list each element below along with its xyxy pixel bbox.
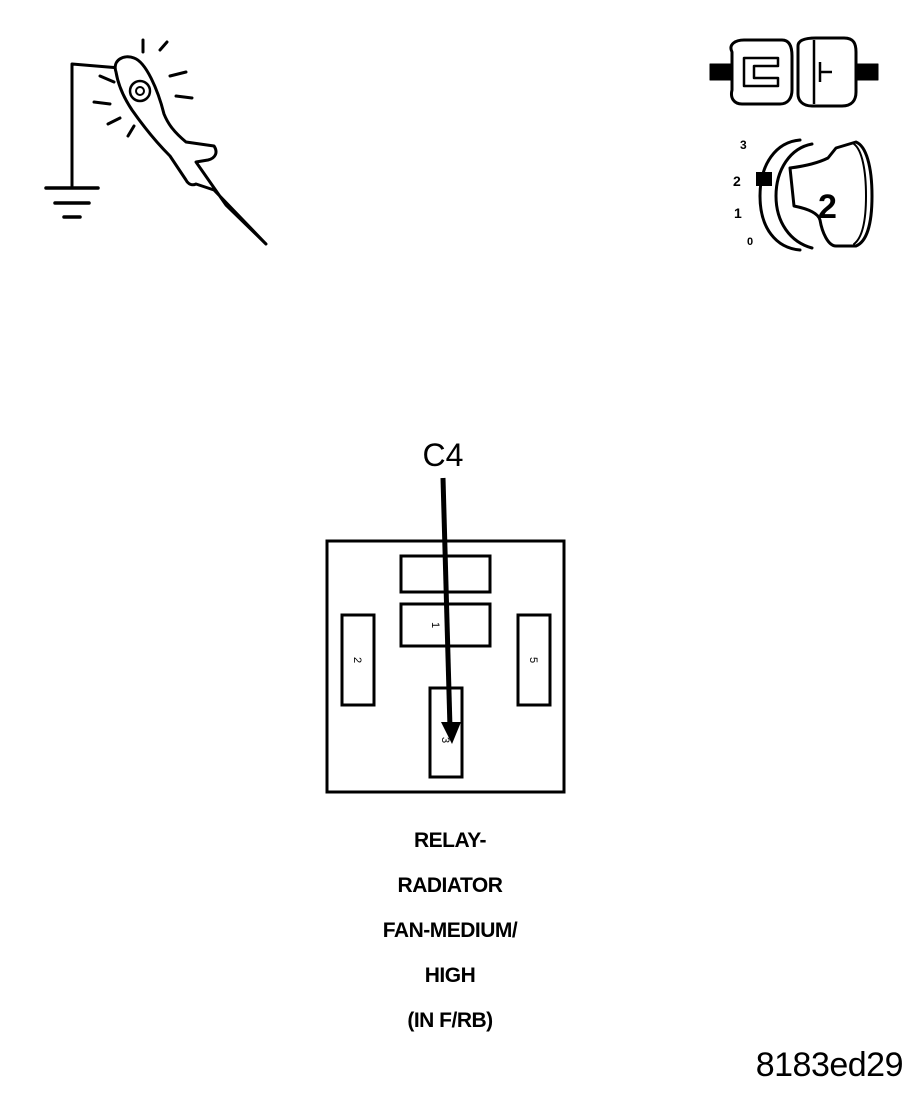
relay-cavity-right: [516, 613, 552, 707]
relay-callout-label: C4: [423, 437, 464, 473]
caption-line: RELAY-: [413, 829, 487, 852]
ignition-key-position-icon: [756, 138, 874, 252]
callout-arrow: [440, 477, 461, 744]
caption-line: FAN-MEDIUM/: [382, 919, 518, 942]
caption-line: RADIATOR: [397, 874, 503, 897]
cavity-label-bottom: 3: [439, 737, 451, 743]
ignition-position-3: 3: [740, 138, 747, 152]
relay-cavity-left: [340, 613, 376, 707]
figure-code: 8183ed29: [755, 1046, 904, 1084]
disconnected-connector-icon: [709, 36, 879, 108]
caption-line: (IN F/RB): [407, 1009, 493, 1032]
cavity-label-right: 5: [527, 657, 539, 663]
test-light-grounded-icon: [44, 38, 268, 246]
ignition-position-1: 1: [734, 205, 742, 221]
ignition-position-2: 2: [733, 173, 741, 189]
cavity-label-left: 2: [351, 657, 363, 663]
relay-caption: RELAY- RADIATOR FAN-MEDIUM/ HIGH (IN F/R…: [300, 818, 600, 1043]
ignition-position-0: 0: [747, 236, 753, 248]
cavity-label-center: 1: [429, 622, 441, 628]
ignition-selected-position: 2: [818, 188, 837, 226]
relay-cavity-bottom: [428, 686, 464, 779]
caption-line: HIGH: [424, 964, 476, 987]
